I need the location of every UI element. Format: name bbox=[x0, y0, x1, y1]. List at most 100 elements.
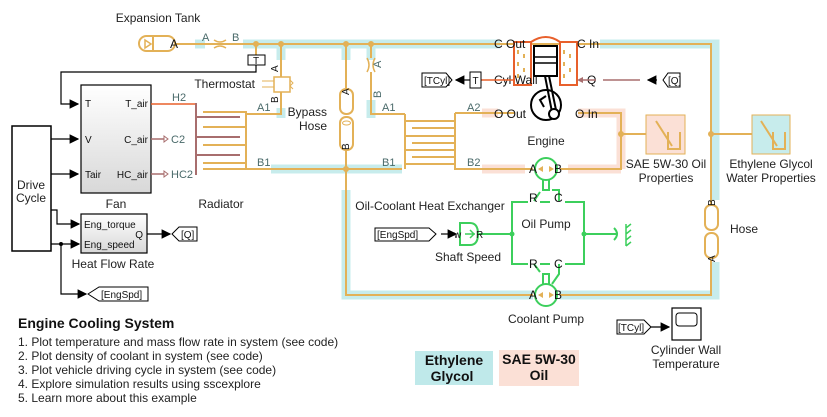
legend-text: Glycol bbox=[431, 368, 474, 384]
port-label: HC2 bbox=[171, 169, 193, 181]
radiator[interactable]: H2 C2 HC2 A1 B1 Radiator bbox=[151, 92, 270, 211]
bypass-hose[interactable]: A B Bypass Hose bbox=[288, 88, 354, 151]
port-label: O Out bbox=[494, 107, 527, 121]
heat-flow-rate-label: Heat Flow Rate bbox=[72, 257, 155, 271]
port-label: R bbox=[529, 191, 538, 205]
coolant-pump[interactable]: A B R C Coolant Pump bbox=[508, 257, 584, 326]
port-label: A bbox=[341, 88, 352, 95]
port-eng-torque: Eng_torque bbox=[84, 220, 136, 231]
port-label: B2 bbox=[467, 157, 480, 169]
fan-port-c-air: C_air bbox=[124, 135, 149, 146]
sensor-label: T bbox=[253, 56, 259, 67]
notes-link[interactable]: 2. Plot density of coolant in system (se… bbox=[18, 349, 263, 363]
port-label: R bbox=[529, 257, 538, 271]
sensor-label: T bbox=[472, 76, 478, 87]
fan-port-v: V bbox=[85, 135, 92, 146]
engine-temp-sensor[interactable]: T bbox=[469, 71, 482, 89]
fan-label: Fan bbox=[106, 197, 127, 211]
hose-label: Hose bbox=[730, 222, 758, 236]
port-label: A bbox=[372, 60, 384, 68]
legend-text: Oil bbox=[530, 367, 549, 383]
expansion-tank[interactable]: Expansion Tank A bbox=[116, 11, 202, 52]
port-label: H2 bbox=[172, 92, 186, 104]
oil-properties-label: SAE 5W-30 Oil bbox=[626, 157, 706, 171]
engine-block[interactable]: C Out C In Cyl Wall Q O Out O In Engine bbox=[494, 36, 599, 148]
fan-block[interactable]: T V Tair T_air C_air HC_air Fan bbox=[80, 84, 152, 211]
port-label: B1 bbox=[257, 157, 270, 169]
orifice-top[interactable]: A B bbox=[202, 32, 239, 49]
tag-label: [Q] bbox=[181, 230, 195, 241]
port-label: Cyl Wall bbox=[494, 73, 538, 87]
pipe-junctions bbox=[253, 41, 714, 172]
port-label: B bbox=[270, 96, 281, 103]
oil-properties-block[interactable]: SAE 5W-30 Oil Properties bbox=[626, 114, 706, 185]
hx-label: Oil-Coolant Heat Exchanger bbox=[355, 199, 504, 213]
port-label: A bbox=[529, 162, 537, 176]
port-label: B1 bbox=[382, 157, 395, 169]
oil-pump-label: Oil Pump bbox=[521, 217, 571, 231]
oil-pump[interactable]: A B R C Oil Pump bbox=[509, 157, 587, 265]
drive-cycle-signals bbox=[51, 134, 88, 299]
scope-label: Temperature bbox=[652, 357, 720, 371]
from-q-tag[interactable]: [Q] bbox=[646, 72, 682, 88]
port-label: C2 bbox=[171, 134, 185, 146]
from-engspd-tag[interactable]: [EngSpd] bbox=[374, 227, 437, 242]
port-label: A1 bbox=[257, 102, 270, 114]
notes-link[interactable]: 5. Learn more about this example bbox=[18, 391, 197, 405]
hose[interactable]: B A Hose bbox=[704, 199, 758, 262]
notes: Engine Cooling System 1. Plot temperatur… bbox=[18, 315, 338, 405]
fan-port-t-air: T_air bbox=[125, 99, 148, 110]
thermostat[interactable]: Thermostat A B bbox=[194, 65, 294, 103]
port-label: w bbox=[453, 230, 462, 241]
legend-text: Ethylene bbox=[425, 352, 484, 368]
fan-port-tair: Tair bbox=[85, 170, 102, 181]
fan-port-t: T bbox=[85, 99, 91, 110]
from-tcyl-tag[interactable]: [TCyl] bbox=[616, 319, 652, 335]
port-label: R bbox=[476, 230, 483, 241]
goto-q-tag[interactable]: [Q] bbox=[171, 226, 198, 242]
thermostat-label: Thermostat bbox=[194, 77, 255, 91]
port-label: C bbox=[554, 257, 563, 271]
legend-sae-oil: SAE 5W-30 Oil bbox=[499, 350, 579, 386]
engine-label: Engine bbox=[527, 134, 565, 148]
port-label: A2 bbox=[467, 102, 480, 114]
port-label: C In bbox=[577, 37, 599, 51]
oil-properties-label: Properties bbox=[639, 171, 694, 185]
port-label: A bbox=[529, 288, 537, 302]
tag-label: [TCyl] bbox=[618, 323, 644, 334]
coolant-properties-block[interactable]: Ethylene Glycol Water Properties bbox=[726, 114, 816, 185]
port-eng-speed: Eng_speed bbox=[84, 240, 135, 251]
port-label: B bbox=[554, 162, 562, 176]
tag-label: [Q] bbox=[668, 76, 682, 87]
notes-link[interactable]: 3. Plot vehicle driving cycle in system … bbox=[18, 363, 276, 377]
port-label: C Out bbox=[494, 37, 526, 51]
cylinder-wall-scope[interactable]: Cylinder Wall Temperature bbox=[651, 307, 721, 371]
orifice-mid[interactable]: A B bbox=[366, 57, 384, 98]
drive-cycle-label: Cycle bbox=[16, 191, 46, 205]
port-label: A1 bbox=[382, 102, 395, 114]
heat-flow-rate-block[interactable]: Eng_torque Eng_speed Q Heat Flow Rate bbox=[72, 213, 155, 271]
bypass-hose-label: Bypass bbox=[288, 105, 327, 119]
port-label: B bbox=[707, 199, 718, 206]
fan-port-hc-air: HC_air bbox=[117, 170, 149, 181]
notes-title: Engine Cooling System bbox=[18, 315, 174, 331]
port-label: A bbox=[707, 255, 718, 262]
legend-text: SAE 5W-30 bbox=[502, 351, 576, 367]
drive-cycle-label: Drive bbox=[17, 178, 45, 192]
notes-link[interactable]: 4. Explore simulation results using ssce… bbox=[18, 377, 261, 391]
shaft-speed-source[interactable]: w R Shaft Speed bbox=[435, 222, 501, 264]
legend-ethylene-glycol: Ethylene Glycol bbox=[415, 351, 493, 385]
coolant-pump-label: Coolant Pump bbox=[508, 312, 584, 326]
scope-label: Cylinder Wall bbox=[651, 343, 721, 357]
goto-tcyl-tag[interactable]: [TCyl] bbox=[421, 72, 453, 88]
oil-coolant-heat-exchanger[interactable]: A1 B1 A2 B2 Oil-Coolant Heat Exchanger bbox=[355, 102, 504, 213]
coolant-properties-label: Water Properties bbox=[726, 171, 816, 185]
goto-engspd-tag[interactable]: [EngSpd] bbox=[87, 286, 149, 302]
radiator-label: Radiator bbox=[198, 197, 243, 211]
shaft-speed-label: Shaft Speed bbox=[435, 250, 501, 264]
drive-cycle-block[interactable]: Drive Cycle bbox=[11, 125, 52, 252]
port-label: B bbox=[232, 32, 239, 44]
notes-link[interactable]: 1. Plot temperature and mass flow rate i… bbox=[18, 335, 338, 349]
expansion-tank-label: Expansion Tank bbox=[116, 11, 202, 25]
